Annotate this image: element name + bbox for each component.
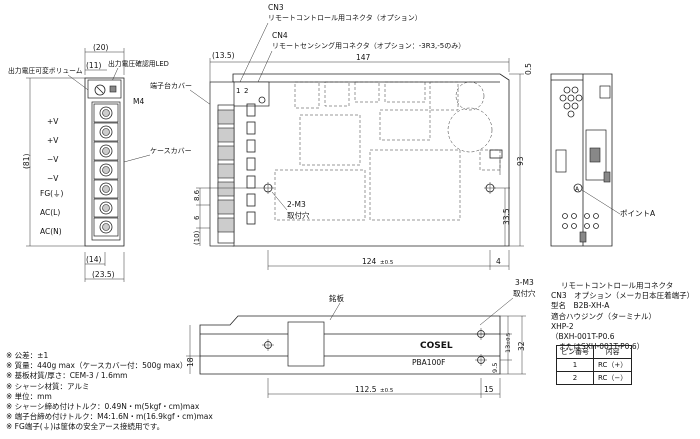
cn3-title: CN3 [268, 3, 284, 12]
side-terminals [217, 109, 235, 233]
dim-81: (81) [22, 154, 31, 169]
dim-20: (20) [93, 43, 108, 52]
front-view: (20) (11) 出力電圧可変ボリューム 出力電圧確認用LED M4 +V +… [8, 43, 192, 282]
label-a: A [575, 186, 580, 193]
pin-table-header-content: 内容 [592, 345, 633, 359]
pin-table-cell: 1 [556, 358, 594, 372]
dim-10: (10) [193, 230, 201, 245]
dim-11: (11) [86, 61, 101, 70]
terminal-label-1: +V [47, 117, 59, 126]
dim-147: 147 [356, 53, 371, 62]
bottom-mount-hole-2 [475, 328, 487, 340]
label-3m3: 3-M3 [515, 278, 534, 287]
terminal-label-5: FG(⏚) [40, 189, 64, 198]
label-mount-hole-side: 取付穴 [287, 210, 310, 220]
pin-table-cell: 2 [556, 371, 594, 385]
right-view: A ポイントA [550, 73, 656, 247]
note-item: ※ 質量：440g max（ケースカバー付：500g max） [6, 361, 188, 371]
side-tabs [246, 103, 256, 225]
connector-line-5: （BXH-001T-P0.6 [551, 332, 615, 342]
label-mount-hole-bottom: 取付穴 [513, 288, 536, 298]
model-text: PBA100F [412, 358, 445, 367]
dim-0-5: 0.5 [524, 63, 533, 75]
connector-line-2: 型名 B2B-XH-A [551, 301, 610, 311]
dim-32: 32 [517, 341, 526, 351]
cn3-desc: リモートコントロール用コネクタ（オプション） [268, 13, 422, 22]
terminal-label-7: AC(N) [40, 227, 62, 236]
connector-info: リモートコントロール用コネクタ CN3 オプション（メーカ日本圧着端子） 型名 … [551, 281, 694, 352]
label-chassis: 銘板 [329, 293, 344, 303]
label-volume: 出力電圧可変ボリューム [8, 66, 83, 75]
dim-4: 4 [496, 257, 501, 266]
note-item: ※ 公差：±1 [6, 351, 49, 360]
vent-holes-bottom [562, 213, 599, 229]
tol-13: ±0.5 [506, 333, 512, 345]
label-led: 出力電圧確認用LED [108, 59, 169, 68]
note-item: ※ シャーシ締め付けトルク：0.49N・m(5kgf・cm)max [6, 402, 200, 412]
notes-list: ※ 公差：±1 ※ 質量：440g max（ケースカバー付：500g max） … [6, 351, 213, 433]
terminal-screws [93, 103, 119, 237]
pin-1: 1 [236, 87, 240, 95]
connector-line-1: CN3 オプション（メーカ日本圧着端子） [551, 291, 695, 301]
label-case-cover: ケースカバー [150, 147, 192, 155]
bottom-view: 銘板 3-M3 取付穴 COSEL PBA100F 18 [186, 278, 536, 398]
tol-112-5: ±0.5 [380, 388, 394, 394]
cn4-desc: リモートセンシング用コネクタ（オプション：-3R3,-5のみ） [272, 41, 465, 50]
side-view: CN3 リモートコントロール用コネクタ（オプション） CN4 リモートセンシング… [150, 3, 533, 270]
dim-15: 15 [484, 385, 494, 394]
label-m4: M4 [133, 97, 144, 106]
dim-9-5: 9.5 [491, 363, 499, 373]
pin-2: 2 [244, 87, 248, 95]
connector-line-3: 適合ハウジング（ターミナル） [551, 311, 656, 321]
pin-table-header-pin: ピン番号 [556, 345, 594, 359]
note-item: ※ 単位：mm [6, 391, 52, 401]
label-2m3: 2-M3 [287, 200, 306, 209]
dim-13-5: (13.5) [212, 51, 235, 60]
mount-hole-left [262, 182, 274, 194]
internal-components [274, 81, 503, 221]
dim-13: 13 [504, 345, 512, 353]
dim-23-5: (23.5) [92, 270, 115, 279]
cn4-title: CN4 [272, 31, 288, 40]
pin-table-cell: RC（+） [592, 358, 633, 372]
terminal-label-3: −V [47, 155, 59, 164]
note-item: ※ 端子台締め付けトルク：M4:1.6N・m(16.9kgf・cm)max [6, 412, 213, 422]
note-item: ※ シャーシ材質：アルミ [6, 381, 90, 391]
dim-6: 6 [193, 215, 201, 220]
pin-table-cell: RC（−） [592, 371, 633, 385]
dim-18: 18 [186, 357, 195, 367]
terminal-label-6: AC(L) [40, 208, 60, 217]
label-point-a: ポイントA [620, 209, 656, 218]
bottom-mount-hole-3 [475, 354, 487, 366]
terminal-label-4: −V [47, 174, 59, 183]
terminal-label-2: +V [47, 136, 59, 145]
dim-112-5: 112.5 [355, 385, 377, 394]
note-item: ※ 基板材質/厚さ：CEM-3 / 1.6mm [6, 371, 128, 381]
label-terminal-cover: 端子台カバー [150, 81, 192, 90]
brand-text: COSEL [420, 341, 453, 351]
connector-title: リモートコントロール用コネクタ [561, 281, 674, 290]
connector-line-4: XHP-2 [551, 321, 574, 331]
dim-8-6: 8.6 [193, 189, 201, 201]
dim-124: 124 [362, 257, 377, 266]
note-item: ※ FG端子(⏚)は筐体の安全アース接続用です。 [6, 422, 165, 432]
bottom-mount-hole-1 [262, 339, 274, 351]
dim-33-5: 33.5 [502, 208, 511, 225]
tol-124: ±0.5 [380, 260, 394, 266]
dim-14: (14) [86, 255, 101, 264]
pin-table: ピン番号 内容 1 RC（+） 2 RC（−） [556, 345, 633, 385]
vent-holes-top [559, 86, 583, 118]
dim-93: 93 [516, 156, 525, 166]
